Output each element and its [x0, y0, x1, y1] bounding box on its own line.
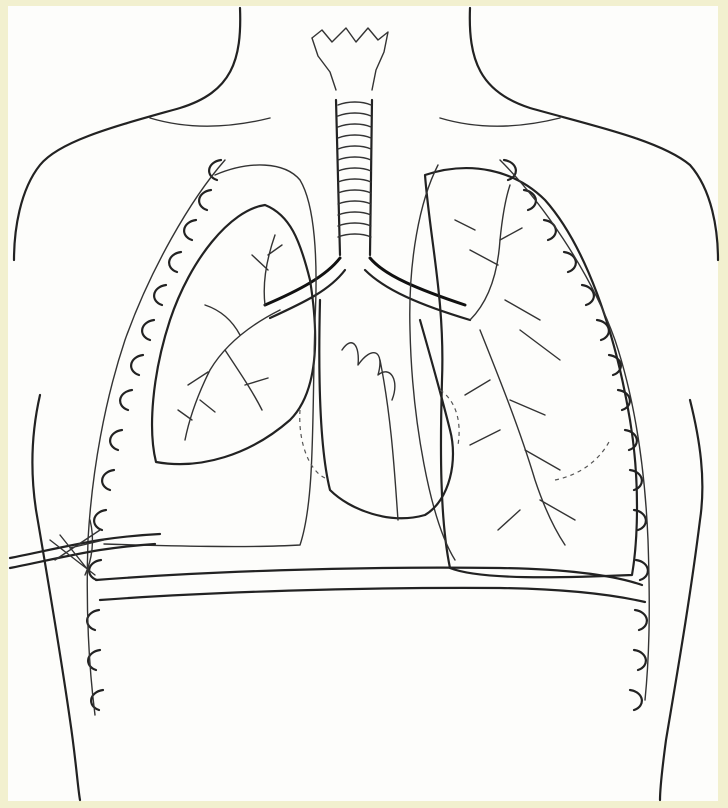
- diagram-canvas: [0, 0, 728, 808]
- chest-diagram: [0, 0, 728, 808]
